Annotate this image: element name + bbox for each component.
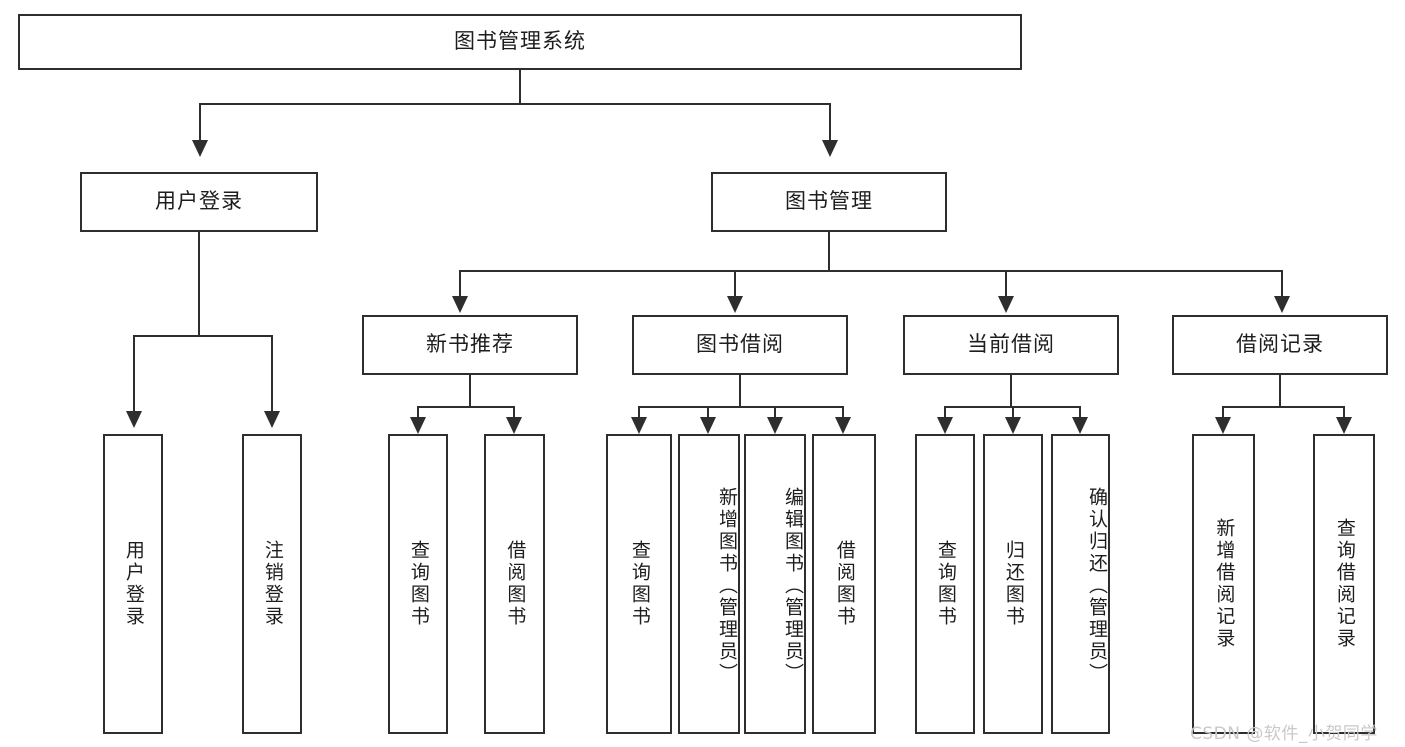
connector-new-leaf2 (513, 406, 515, 419)
connector-borrow-stem (739, 375, 741, 408)
arrow-records-leaf2-icon (1336, 417, 1352, 434)
node-label: 查询借阅记录 (1333, 518, 1356, 650)
node-label: 用户登录 (122, 540, 145, 628)
node-book-management[interactable]: 图书管理 (711, 172, 947, 232)
arrow-borrow-leaf4-icon (835, 417, 851, 434)
leaf-borrow-borrow-book[interactable]: 借阅图书 (812, 434, 876, 734)
arrow-root-to-books-icon (822, 140, 838, 157)
connector-records-stem (1279, 375, 1281, 408)
connector-current-leaf1 (944, 406, 946, 419)
connector-borrow-leaf2 (707, 406, 709, 419)
node-label: 当前借阅 (967, 332, 1055, 357)
arrow-borrow-leaf3-icon (767, 417, 783, 434)
node-current-borrow[interactable]: 当前借阅 (903, 315, 1119, 375)
node-label: 图书管理 (785, 189, 873, 214)
arrow-books-to-records-icon (1274, 296, 1290, 313)
leaf-borrow-add-book[interactable]: 新增图书（管理员） (678, 434, 740, 734)
arrow-current-leaf3-icon (1072, 417, 1088, 434)
node-label: 借阅图书 (504, 540, 527, 628)
arrow-current-leaf1-icon (937, 417, 953, 434)
node-label: 查询图书 (628, 540, 651, 628)
connector-borrow-leaf3 (774, 406, 776, 419)
leaf-records-add-record[interactable]: 新增借阅记录 (1192, 434, 1255, 734)
connector-records-bar (1222, 406, 1344, 408)
connector-current-leaf3 (1079, 406, 1081, 419)
connector-root-bar (199, 103, 831, 105)
node-label: 借阅记录 (1236, 332, 1324, 357)
connector-new-bar (417, 406, 515, 408)
node-label: 编辑图书（管理员） (782, 487, 804, 685)
leaf-new-query-book[interactable]: 查询图书 (388, 434, 448, 734)
node-root-system[interactable]: 图书管理系统 (18, 14, 1022, 70)
connector-current-leaf2 (1012, 406, 1014, 419)
connector-books-bar (459, 270, 1283, 272)
arrow-current-leaf2-icon (1005, 417, 1021, 434)
arrow-borrow-leaf1-icon (631, 417, 647, 434)
node-book-borrow[interactable]: 图书借阅 (632, 315, 848, 375)
node-label: 图书管理系统 (454, 29, 586, 54)
arrow-new-leaf2-icon (506, 417, 522, 434)
connector-books-to-current (1005, 270, 1007, 298)
arrow-user-leaf1-icon (126, 411, 142, 428)
leaf-borrow-query-book[interactable]: 查询图书 (606, 434, 672, 734)
leaf-user-login[interactable]: 用户登录 (103, 434, 163, 734)
connector-user-stem (198, 232, 200, 335)
node-label: 新增图书（管理员） (716, 487, 738, 685)
connector-root-stem (519, 70, 521, 103)
connector-current-stem (1010, 375, 1012, 408)
connector-records-leaf2 (1343, 406, 1345, 419)
connector-books-to-records (1281, 270, 1283, 298)
connector-books-to-borrow (734, 270, 736, 298)
leaf-user-logout[interactable]: 注销登录 (242, 434, 302, 734)
node-label: 用户登录 (155, 189, 243, 214)
arrow-books-to-new-icon (452, 296, 468, 313)
node-label: 借阅图书 (833, 540, 856, 628)
node-user-login[interactable]: 用户登录 (80, 172, 318, 232)
connector-books-stem (828, 232, 830, 270)
connector-root-to-books (829, 103, 831, 141)
leaf-borrow-edit-book[interactable]: 编辑图书（管理员） (744, 434, 806, 734)
node-label: 归还图书 (1002, 540, 1025, 628)
connector-user-bar (133, 335, 273, 337)
node-label: 新书推荐 (426, 332, 514, 357)
arrow-books-to-current-icon (998, 296, 1014, 313)
node-label: 注销登录 (261, 540, 284, 628)
node-label: 新增借阅记录 (1213, 518, 1236, 650)
arrow-books-to-borrow-icon (727, 296, 743, 313)
watermark-text: CSDN @软件_小贺同学 (1190, 724, 1378, 744)
arrow-borrow-leaf2-icon (700, 417, 716, 434)
node-borrow-records[interactable]: 借阅记录 (1172, 315, 1388, 375)
connector-new-stem (469, 375, 471, 408)
connector-records-leaf1 (1222, 406, 1224, 419)
leaf-new-borrow-book[interactable]: 借阅图书 (484, 434, 545, 734)
connector-borrow-leaf4 (842, 406, 844, 419)
connector-user-leaf1 (133, 335, 135, 413)
leaf-current-query-book[interactable]: 查询图书 (915, 434, 975, 734)
connector-new-leaf1 (417, 406, 419, 419)
arrow-new-leaf1-icon (410, 417, 426, 434)
node-label: 查询图书 (934, 540, 957, 628)
node-new-book-recommend[interactable]: 新书推荐 (362, 315, 578, 375)
connector-borrow-leaf1 (638, 406, 640, 419)
node-label: 确认归还（管理员） (1086, 487, 1108, 685)
leaf-records-query-record[interactable]: 查询借阅记录 (1313, 434, 1375, 734)
node-label: 图书借阅 (696, 332, 784, 357)
connector-books-to-new (459, 270, 461, 298)
arrow-records-leaf1-icon (1215, 417, 1231, 434)
arrow-root-to-user-icon (192, 140, 208, 157)
leaf-current-confirm-return[interactable]: 确认归还（管理员） (1051, 434, 1110, 734)
connector-user-leaf2 (271, 335, 273, 413)
node-label: 查询图书 (407, 540, 430, 628)
arrow-user-leaf2-icon (264, 411, 280, 428)
leaf-current-return-book[interactable]: 归还图书 (983, 434, 1043, 734)
connector-root-to-user (199, 103, 201, 141)
connector-borrow-bar (638, 406, 844, 408)
